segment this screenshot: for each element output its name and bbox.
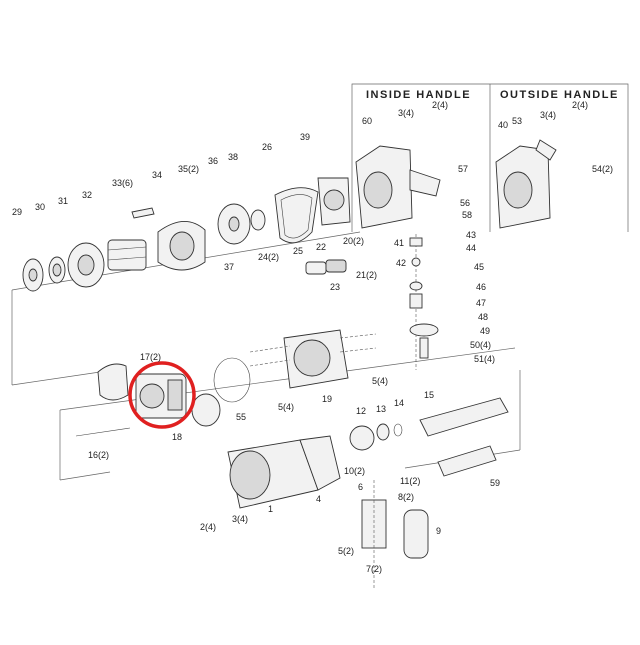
label-23: 23 <box>330 282 340 292</box>
label-8: 8(2) <box>398 492 414 502</box>
label-29: 29 <box>12 207 22 217</box>
part-14-o-ring <box>393 423 403 437</box>
label-20: 20(2) <box>343 236 364 246</box>
label-60: 60 <box>362 116 372 126</box>
highlight-circle <box>128 361 196 429</box>
label-57: 57 <box>458 164 468 174</box>
label-41: 41 <box>394 238 404 248</box>
label-4: 4 <box>316 494 321 504</box>
label-33: 33(6) <box>112 178 133 188</box>
part-55-o-ring <box>213 357 251 403</box>
label-53: 53 <box>512 116 522 126</box>
label-19: 19 <box>322 394 332 404</box>
part-34-cylinder <box>157 221 206 271</box>
label-3-front: 3(4) <box>232 514 248 524</box>
part-1-front-housing <box>227 435 341 509</box>
label-42: 42 <box>396 258 406 268</box>
valve-stack <box>409 234 439 370</box>
part-17-clutch <box>97 363 129 401</box>
label-10: 10(2) <box>344 466 365 476</box>
label-38: 38 <box>228 152 238 162</box>
label-12: 12 <box>356 406 366 416</box>
part-25-valve <box>305 259 347 275</box>
label-6: 6 <box>358 482 363 492</box>
part-39-housing <box>317 177 351 226</box>
label-46: 46 <box>476 282 486 292</box>
label-36: 36 <box>208 156 218 166</box>
handle-inset-frames <box>351 83 629 232</box>
part-6-bracket <box>361 480 387 590</box>
label-9: 9 <box>436 526 441 536</box>
label-2-inside: 2(4) <box>432 100 448 110</box>
part-32-rotor <box>107 239 147 271</box>
label-5-mid: 5(4) <box>278 402 294 412</box>
part-13-washer <box>376 423 390 441</box>
part-33-vane <box>131 207 155 219</box>
label-16: 16(2) <box>88 450 109 460</box>
label-1: 1 <box>268 504 273 514</box>
label-3-inside: 3(4) <box>398 108 414 118</box>
label-22: 22 <box>316 242 326 252</box>
label-3-outside: 3(4) <box>540 110 556 120</box>
part-59-anvil-alt <box>437 445 497 477</box>
part-29-washer <box>22 258 44 292</box>
part-15-anvil <box>419 397 509 437</box>
label-24: 24(2) <box>258 252 279 262</box>
label-5-bottom: 5(2) <box>338 546 354 556</box>
label-32: 32 <box>82 190 92 200</box>
label-49: 49 <box>480 326 490 336</box>
label-11: 11(2) <box>400 476 420 486</box>
part-16-pin <box>75 427 131 437</box>
part-60-inside-handle <box>355 145 441 229</box>
label-54: 54(2) <box>592 164 613 174</box>
label-51: 51(4) <box>474 354 495 364</box>
outside-handle-header: OUTSIDE HANDLE <box>500 89 619 101</box>
label-37: 37 <box>224 262 234 272</box>
label-2-front: 2(4) <box>200 522 216 532</box>
label-58: 58 <box>462 210 472 220</box>
part-30-bearing <box>48 256 66 284</box>
part-9-side-handle <box>403 509 429 559</box>
part-19-hammer-case <box>283 329 349 389</box>
bolts-5-dashes <box>249 333 377 367</box>
part-31-end-plate <box>67 242 105 288</box>
label-17: 17(2) <box>140 352 161 362</box>
label-18: 18 <box>172 432 182 442</box>
label-47: 47 <box>476 298 486 308</box>
label-25: 25 <box>293 246 303 256</box>
part-38-bearing <box>250 209 266 231</box>
label-34: 34 <box>152 170 162 180</box>
part-40-outside-handle <box>495 139 557 229</box>
label-59: 59 <box>490 478 500 488</box>
label-13: 13 <box>376 404 386 414</box>
label-48: 48 <box>478 312 488 322</box>
part-18-hammer-cage <box>135 373 187 419</box>
label-35: 35(2) <box>178 164 199 174</box>
label-26: 26 <box>262 142 272 152</box>
label-30: 30 <box>35 202 45 212</box>
label-21: 21(2) <box>356 270 377 280</box>
label-39: 39 <box>300 132 310 142</box>
part-labels: 29 30 31 32 33(6) 34 35(2) 36 38 26 39 3… <box>12 100 613 574</box>
label-50: 50(4) <box>470 340 491 350</box>
label-45: 45 <box>474 262 484 272</box>
part-20-pin <box>191 393 221 427</box>
label-14: 14 <box>394 398 404 408</box>
label-40: 40 <box>498 120 508 130</box>
label-15: 15 <box>424 390 434 400</box>
label-44: 44 <box>466 243 476 253</box>
part-36-end-plate <box>217 203 251 245</box>
label-56: 56 <box>460 198 470 208</box>
part-12-bushing <box>349 425 375 451</box>
label-43: 43 <box>466 230 476 240</box>
label-5-right: 5(4) <box>372 376 388 386</box>
label-2-outside: 2(4) <box>572 100 588 110</box>
label-55: 55 <box>236 412 246 422</box>
inside-handle-header: INSIDE HANDLE <box>366 89 471 101</box>
part-26-gasket <box>274 187 319 244</box>
label-31: 31 <box>58 196 68 206</box>
label-7: 7(2) <box>366 564 382 574</box>
